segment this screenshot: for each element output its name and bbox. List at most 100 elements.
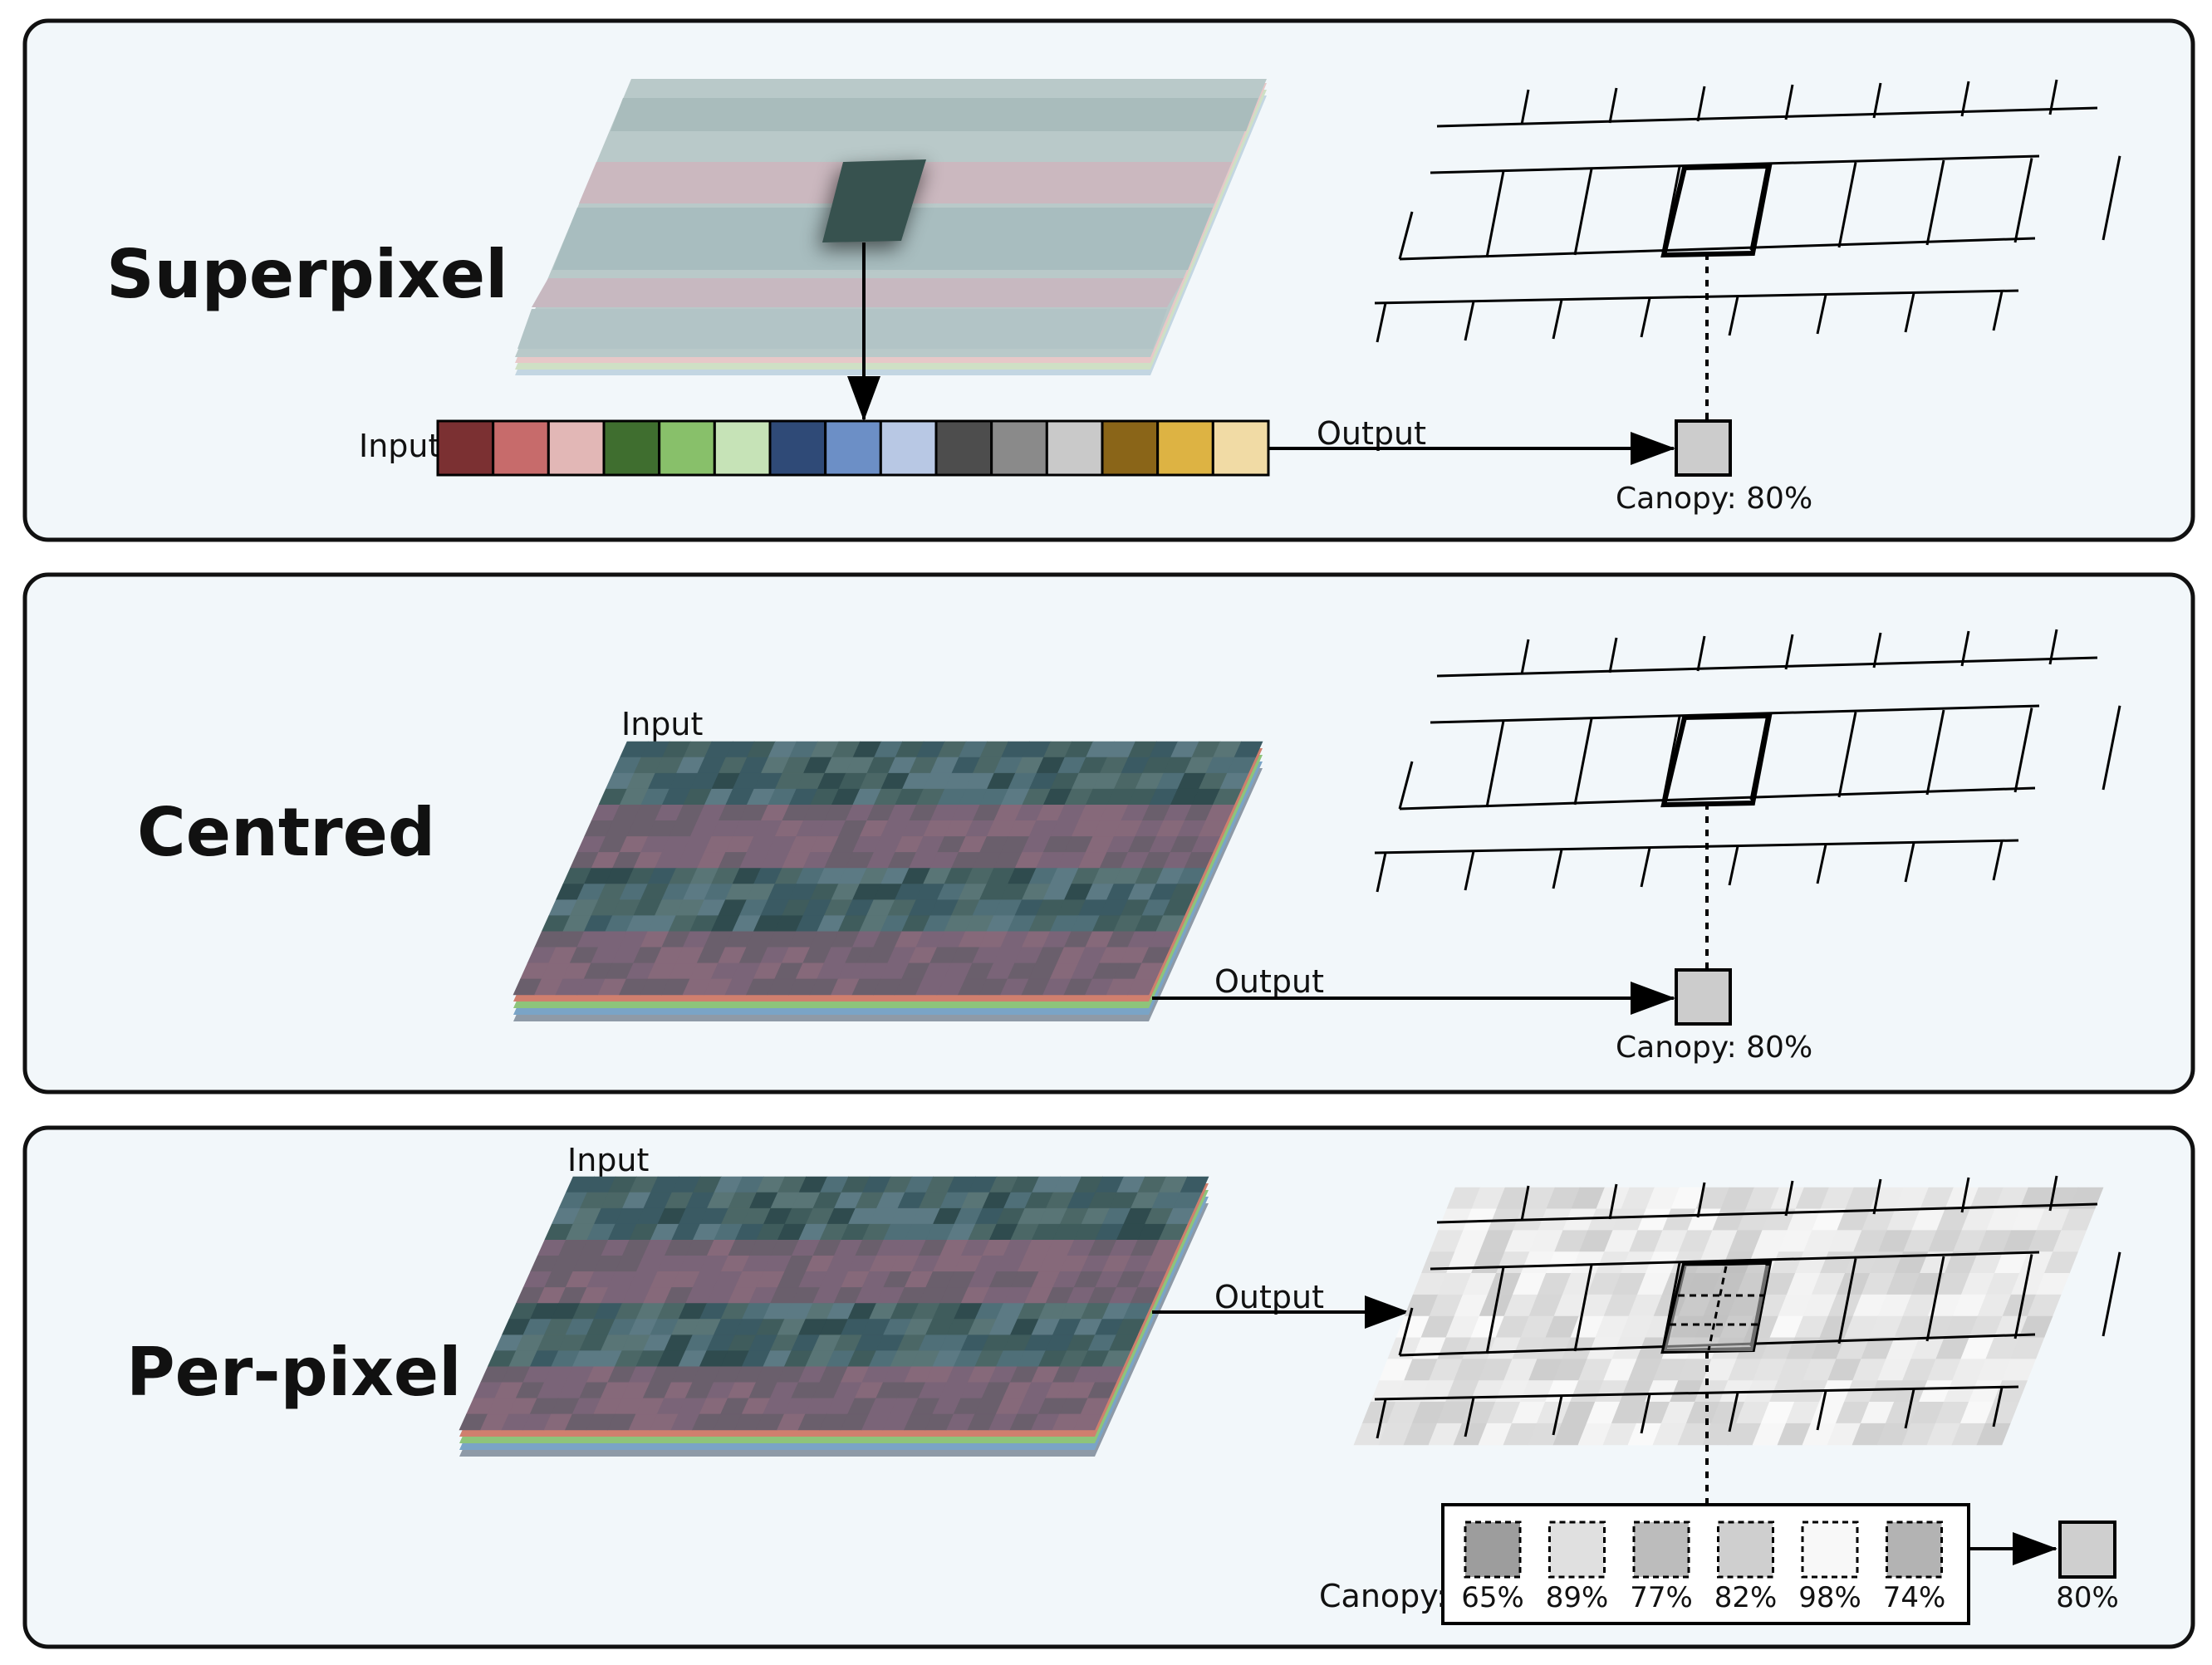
plot-row-line <box>1436 1202 2098 1224</box>
pixel-value-box <box>1464 1521 1522 1579</box>
plot-tick <box>1464 850 1475 891</box>
feature-band-11 <box>1045 419 1104 477</box>
output-label: Output <box>1214 1279 1324 1315</box>
final-canopy-value: 80% <box>2056 1581 2119 1614</box>
plot-tick <box>1608 1183 1618 1220</box>
multiband-image-stack <box>459 1176 1209 1457</box>
feature-band-3 <box>602 419 661 477</box>
plot-outline <box>1374 629 2121 893</box>
plot-tick <box>1960 1177 1970 1213</box>
image-pixel <box>1073 1413 1103 1431</box>
target-plot <box>1660 713 1773 808</box>
plot-tick <box>1696 635 1706 672</box>
plot-tick <box>1904 292 1915 333</box>
output-box <box>1675 968 1732 1026</box>
pixel-value-label: 82% <box>1714 1581 1778 1614</box>
input-label: Input <box>359 428 440 464</box>
feature-band-13 <box>1156 419 1214 477</box>
panel-title: Per-pixel <box>126 1334 462 1411</box>
pixel-value-label: 89% <box>1546 1581 1609 1614</box>
feature-band-6 <box>768 419 827 477</box>
plot-edge <box>1837 1258 1857 1344</box>
plot-tick <box>1728 845 1739 886</box>
plot-tick <box>1552 849 1563 889</box>
canopy-result: Canopy: 80% <box>1616 1031 1812 1065</box>
plot-row-line <box>1399 237 2036 261</box>
plot-tick <box>1904 842 1915 883</box>
canopy-result: Canopy: 80% <box>1616 482 1812 516</box>
plot-edge <box>1837 162 1857 248</box>
plot-outline <box>1374 79 2121 343</box>
plot-tick <box>1816 1390 1827 1431</box>
plot-tick <box>1376 852 1387 893</box>
plot-edge <box>1485 170 1505 258</box>
plot-tick <box>1696 1182 1706 1218</box>
plot-tick <box>1784 1180 1794 1217</box>
plot-edge <box>1925 159 1945 246</box>
plot-tick <box>2048 629 2058 665</box>
plot-tick <box>1728 1392 1739 1432</box>
plot-edge <box>1398 211 1414 260</box>
panel-superpixel: Superpixel Input Output Canopy: 80% <box>22 18 2195 542</box>
plot-tick <box>1696 86 1706 122</box>
plot-tick <box>1552 1395 1563 1436</box>
image-pixel <box>1127 978 1157 996</box>
canopy-label: Canopy: <box>1319 1578 1447 1614</box>
plot-edge <box>1837 712 1857 798</box>
plot-tick <box>1520 639 1530 675</box>
panel-per-pixel: Per-pixel Input Output Canopy: 65%89%77%… <box>22 1125 2195 1649</box>
plot-edge <box>1925 709 1945 796</box>
pixel-value-box <box>1548 1521 1606 1579</box>
plot-row-line <box>1399 786 2036 810</box>
plot-tick <box>1784 84 1794 120</box>
final-output-box <box>2058 1521 2116 1579</box>
plot-tick <box>1992 291 2004 331</box>
panel-centred: Centred Input Output Canopy: 80% <box>22 572 2195 1094</box>
plot-edge <box>1485 720 1505 808</box>
plot-tick <box>1816 294 1827 335</box>
highlighted-plot <box>1664 1266 1769 1351</box>
feature-band-2 <box>547 419 606 477</box>
plot-edge <box>2102 1251 2121 1337</box>
feature-band-4 <box>658 419 716 477</box>
plot-edge <box>2013 1254 2033 1339</box>
plot-tick <box>1608 87 1618 124</box>
plot-row-line <box>1374 839 2019 855</box>
plot-tick <box>1640 297 1651 338</box>
plot-tick <box>1728 296 1739 336</box>
multiband-image-stack <box>513 741 1263 1021</box>
plot-tick <box>1992 1387 2004 1427</box>
superpixel-region <box>822 159 926 242</box>
plot-tick <box>1520 1185 1530 1222</box>
plot-tick <box>1872 632 1882 668</box>
plot-edge <box>1398 761 1414 810</box>
feature-band-0 <box>436 419 495 477</box>
plot-tick <box>1872 82 1882 119</box>
plot-edge <box>2013 158 2033 243</box>
feature-band-7 <box>824 419 882 477</box>
pixel-value-box <box>1801 1521 1859 1579</box>
feature-band-1 <box>492 419 550 477</box>
prediction-map <box>1353 1187 2104 1446</box>
plot-tick <box>1640 1393 1651 1434</box>
plot-tick <box>1520 89 1530 125</box>
plot-edge <box>1485 1266 1505 1354</box>
plot-tick <box>1552 299 1563 340</box>
feature-vector <box>436 419 1270 477</box>
pixel-value-label: 74% <box>1883 1581 1946 1614</box>
plot-tick <box>1784 634 1794 670</box>
target-plot <box>1660 163 1773 258</box>
output-box <box>1675 419 1732 477</box>
input-label: Input <box>621 706 703 742</box>
feature-band-5 <box>713 419 772 477</box>
output-label: Output <box>1317 415 1426 452</box>
plot-row-line <box>1374 289 2019 305</box>
plot-edge <box>1573 718 1593 806</box>
pixel-values-box <box>1441 1503 1970 1625</box>
plot-tick <box>1640 847 1651 888</box>
pixel-values: 65%89%77%82%98%74% <box>1461 1521 1946 1614</box>
plot-edge <box>1573 169 1593 256</box>
plot-edge <box>2102 705 2121 791</box>
pixel-value-box <box>1886 1521 1943 1579</box>
plot-tick <box>2048 79 2058 115</box>
